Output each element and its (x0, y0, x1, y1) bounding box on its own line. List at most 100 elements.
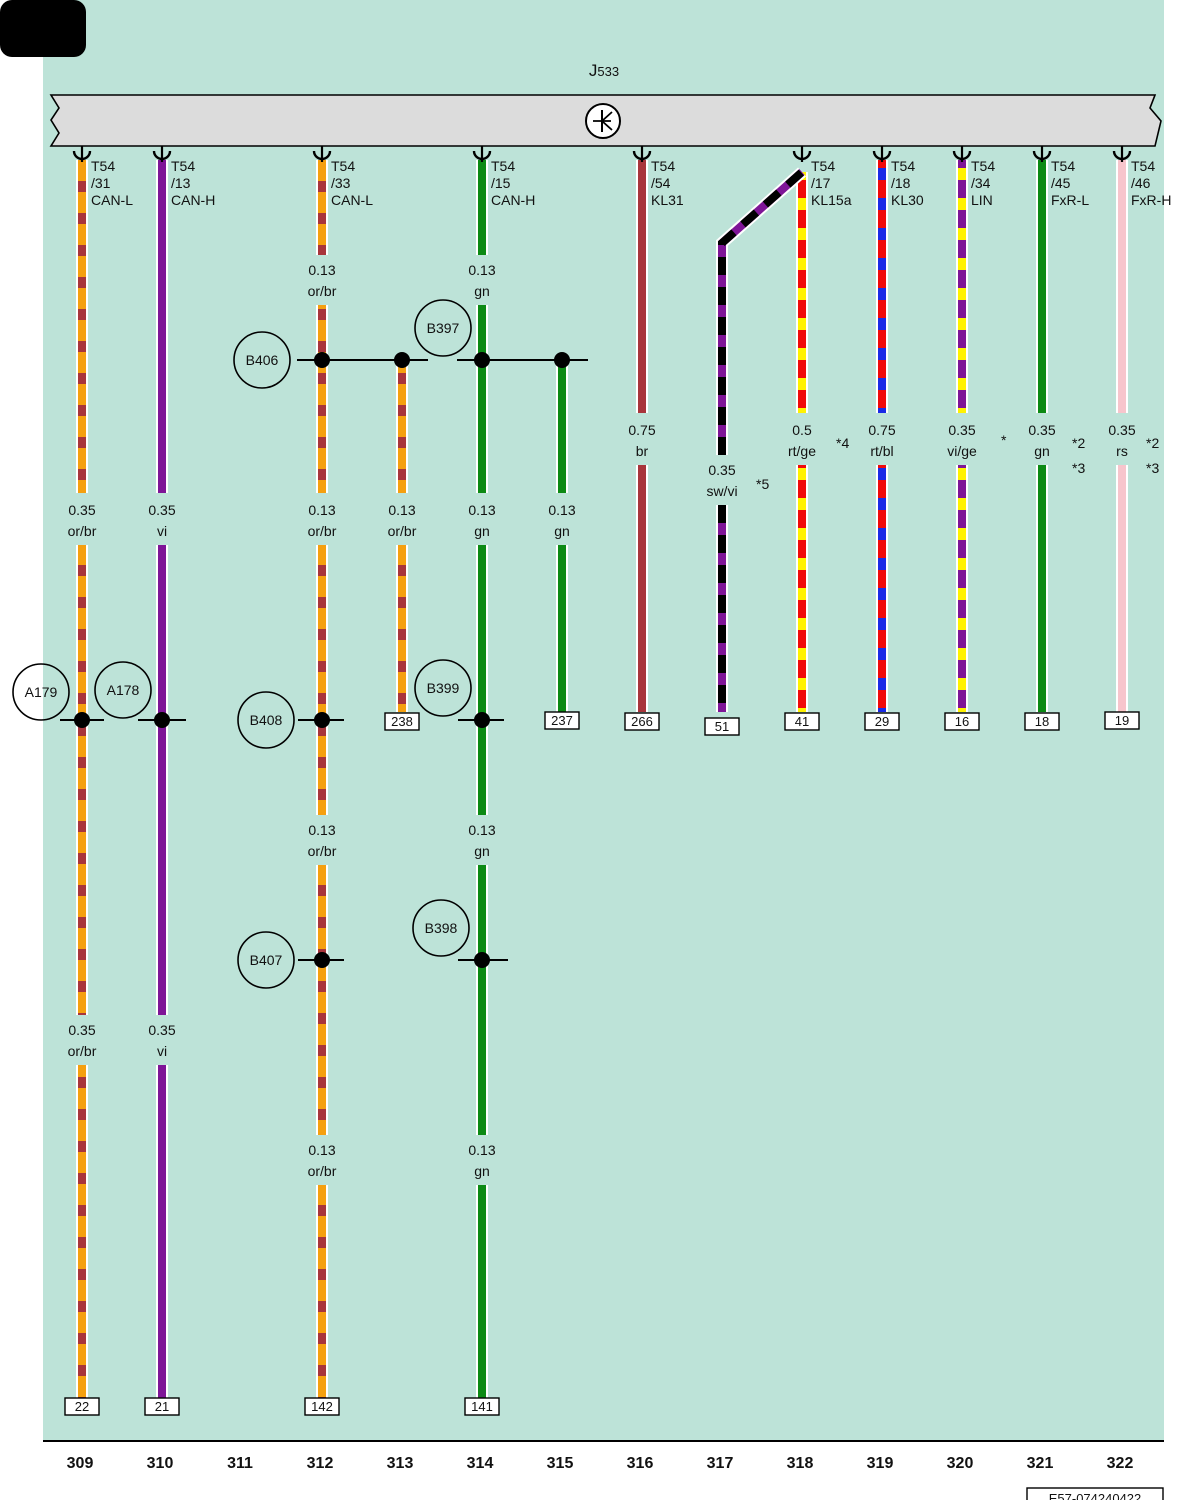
wire-size-label: 0.75 (628, 422, 655, 438)
wire-312-core (318, 545, 326, 815)
reference-number: 141 (471, 1399, 493, 1414)
reference-box[interactable] (304, 1397, 340, 1416)
pin-label-line1: T54 (1051, 158, 1075, 174)
splice-circle[interactable] (237, 931, 295, 989)
column-number: 312 (307, 1455, 334, 1472)
splice-circle[interactable] (12, 663, 70, 721)
pin-label-line2: /31 (91, 175, 111, 191)
wire-size-label: 0.13 (308, 1142, 335, 1158)
wire-size-label: 0.35 (1028, 422, 1055, 438)
pin-label-line2: /45 (1051, 175, 1071, 191)
pin-label-line3: FxR-H (1131, 192, 1171, 208)
footnote-marker: *5 (756, 476, 769, 492)
wire-316-core (638, 160, 646, 413)
reference-box[interactable] (624, 712, 660, 731)
wire-314-core (478, 160, 486, 255)
wire-314-core (478, 865, 486, 1135)
reference-box[interactable] (64, 1397, 100, 1416)
pin-label-line1: T54 (91, 158, 115, 174)
wire-size-label: 0.35 (708, 462, 735, 478)
wire-size-label: 0.75 (868, 422, 895, 438)
wire-color-label: rt/ge (788, 443, 816, 459)
wire-color-label: or/br (388, 523, 417, 539)
reference-box[interactable] (144, 1397, 180, 1416)
footnotes: *5*4**2*3*2*3 (756, 432, 1159, 492)
wire-314-core (478, 305, 486, 493)
pin-label-line2: /18 (891, 175, 911, 191)
wire-316-core (638, 465, 646, 712)
pin-label-line2: /34 (971, 175, 991, 191)
column-number: 309 (67, 1455, 94, 1472)
column-number: 311 (227, 1455, 253, 1472)
wire-313-core (398, 545, 406, 712)
reference-box[interactable] (704, 717, 740, 736)
reference-box[interactable] (1104, 711, 1140, 730)
wire-size-label: 0.13 (468, 1142, 495, 1158)
wire-309-core (78, 1065, 86, 1398)
wire-310-core (158, 1065, 166, 1398)
reference-box[interactable] (1024, 712, 1060, 731)
wire-labels: 0.35or/br0.35vi0.13or/br0.13or/br0.13or/… (68, 262, 1136, 1179)
reference-box[interactable] (464, 1397, 500, 1416)
wire-size-label: 0.13 (468, 262, 495, 278)
splice-label: B398 (425, 920, 458, 936)
wire-size-label: 0.35 (948, 422, 975, 438)
reference-number: 266 (631, 714, 653, 729)
wire-color-label: vi (157, 1043, 167, 1059)
wire-color-label: gn (474, 523, 490, 539)
pin-label-line3: CAN-L (331, 192, 373, 208)
reference-number: 237 (551, 713, 573, 728)
wire-315-core (558, 360, 566, 493)
splice-circle[interactable] (414, 299, 472, 357)
wire-319-core (878, 465, 886, 712)
reference-box[interactable] (544, 711, 580, 730)
splice-circle[interactable] (237, 691, 295, 749)
wire-color-label: br (636, 443, 649, 459)
splice-dot (314, 712, 330, 728)
wire-320-core (958, 465, 966, 712)
splice-circle[interactable] (94, 661, 152, 719)
pin-label-line1: T54 (811, 158, 835, 174)
splice-dot (314, 352, 330, 368)
pin-label-line2: /13 (171, 175, 191, 191)
wire-315-core (558, 545, 566, 712)
footnote-marker: *2 (1072, 435, 1085, 451)
splice-label: B407 (250, 952, 283, 968)
column-number: 310 (147, 1455, 174, 1472)
splice-label: B408 (250, 712, 283, 728)
pin-label-line1: T54 (491, 158, 515, 174)
wire-size-label: 0.35 (1108, 422, 1135, 438)
reference-number: 16 (955, 714, 969, 729)
reference-box[interactable] (784, 712, 820, 731)
splice-circle[interactable] (412, 899, 470, 957)
wire-313-core (398, 360, 406, 493)
column-number: 321 (1027, 1455, 1054, 1472)
reference-box[interactable] (384, 712, 420, 731)
reference-number: 21 (155, 1399, 169, 1414)
module-prefix: J (589, 61, 598, 80)
reference-box[interactable] (864, 712, 900, 731)
wire-318-core (798, 172, 806, 413)
wire-309-core (78, 160, 86, 493)
wire-color-label: sw/vi (706, 483, 737, 499)
splice-circle[interactable] (414, 659, 472, 717)
wire-314-core (478, 1185, 486, 1398)
pin-label-line2: /33 (331, 175, 351, 191)
wire-color-label: rt/bl (870, 443, 893, 459)
footnote-marker: *4 (836, 435, 849, 451)
splice-circle[interactable] (233, 331, 291, 389)
wire-color-label: or/br (308, 283, 337, 299)
wire-312-core (318, 305, 326, 493)
footnote-marker: *2 (1146, 435, 1159, 451)
splice-dot (74, 712, 90, 728)
figure-id-box (1026, 1487, 1164, 1500)
column-number: 322 (1107, 1455, 1134, 1472)
wire-color-label: or/br (308, 1163, 337, 1179)
reference-box[interactable] (944, 712, 980, 731)
wire-color-label: gn (474, 283, 490, 299)
wires (76, 160, 1128, 1398)
footnote-marker: *3 (1146, 460, 1159, 476)
pin-label-line1: T54 (651, 158, 675, 174)
